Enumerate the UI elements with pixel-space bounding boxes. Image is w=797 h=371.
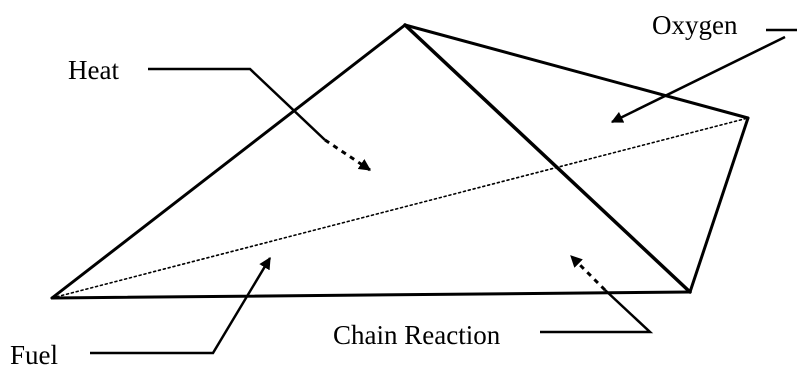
chain-reaction-label: Chain Reaction	[333, 320, 501, 350]
edge-left	[50, 23, 407, 300]
fuel-label: Fuel	[10, 340, 58, 370]
edge-hidden-dotted	[51, 117, 749, 299]
tetrahedron	[50, 23, 750, 300]
heat-pointer	[148, 67, 371, 172]
oxygen-arrow	[610, 35, 786, 124]
heat-dashed-arrow	[324, 138, 371, 172]
chain-reaction-leader-line	[540, 289, 654, 334]
fuel-pointer	[90, 256, 272, 355]
chain-reaction-pointer	[540, 254, 654, 334]
heat-label: Heat	[68, 55, 119, 85]
oxygen-label: Oxygen	[652, 10, 738, 40]
chain-reaction-dashed-arrow	[569, 254, 607, 292]
edge-base	[50, 290, 692, 300]
edge-front-diagonal	[403, 23, 692, 294]
edge-top	[403, 23, 750, 120]
fuel-leader-line	[90, 256, 272, 355]
edge-right	[688, 116, 750, 294]
heat-leader-line	[148, 67, 326, 141]
oxygen-pointer	[610, 28, 797, 124]
